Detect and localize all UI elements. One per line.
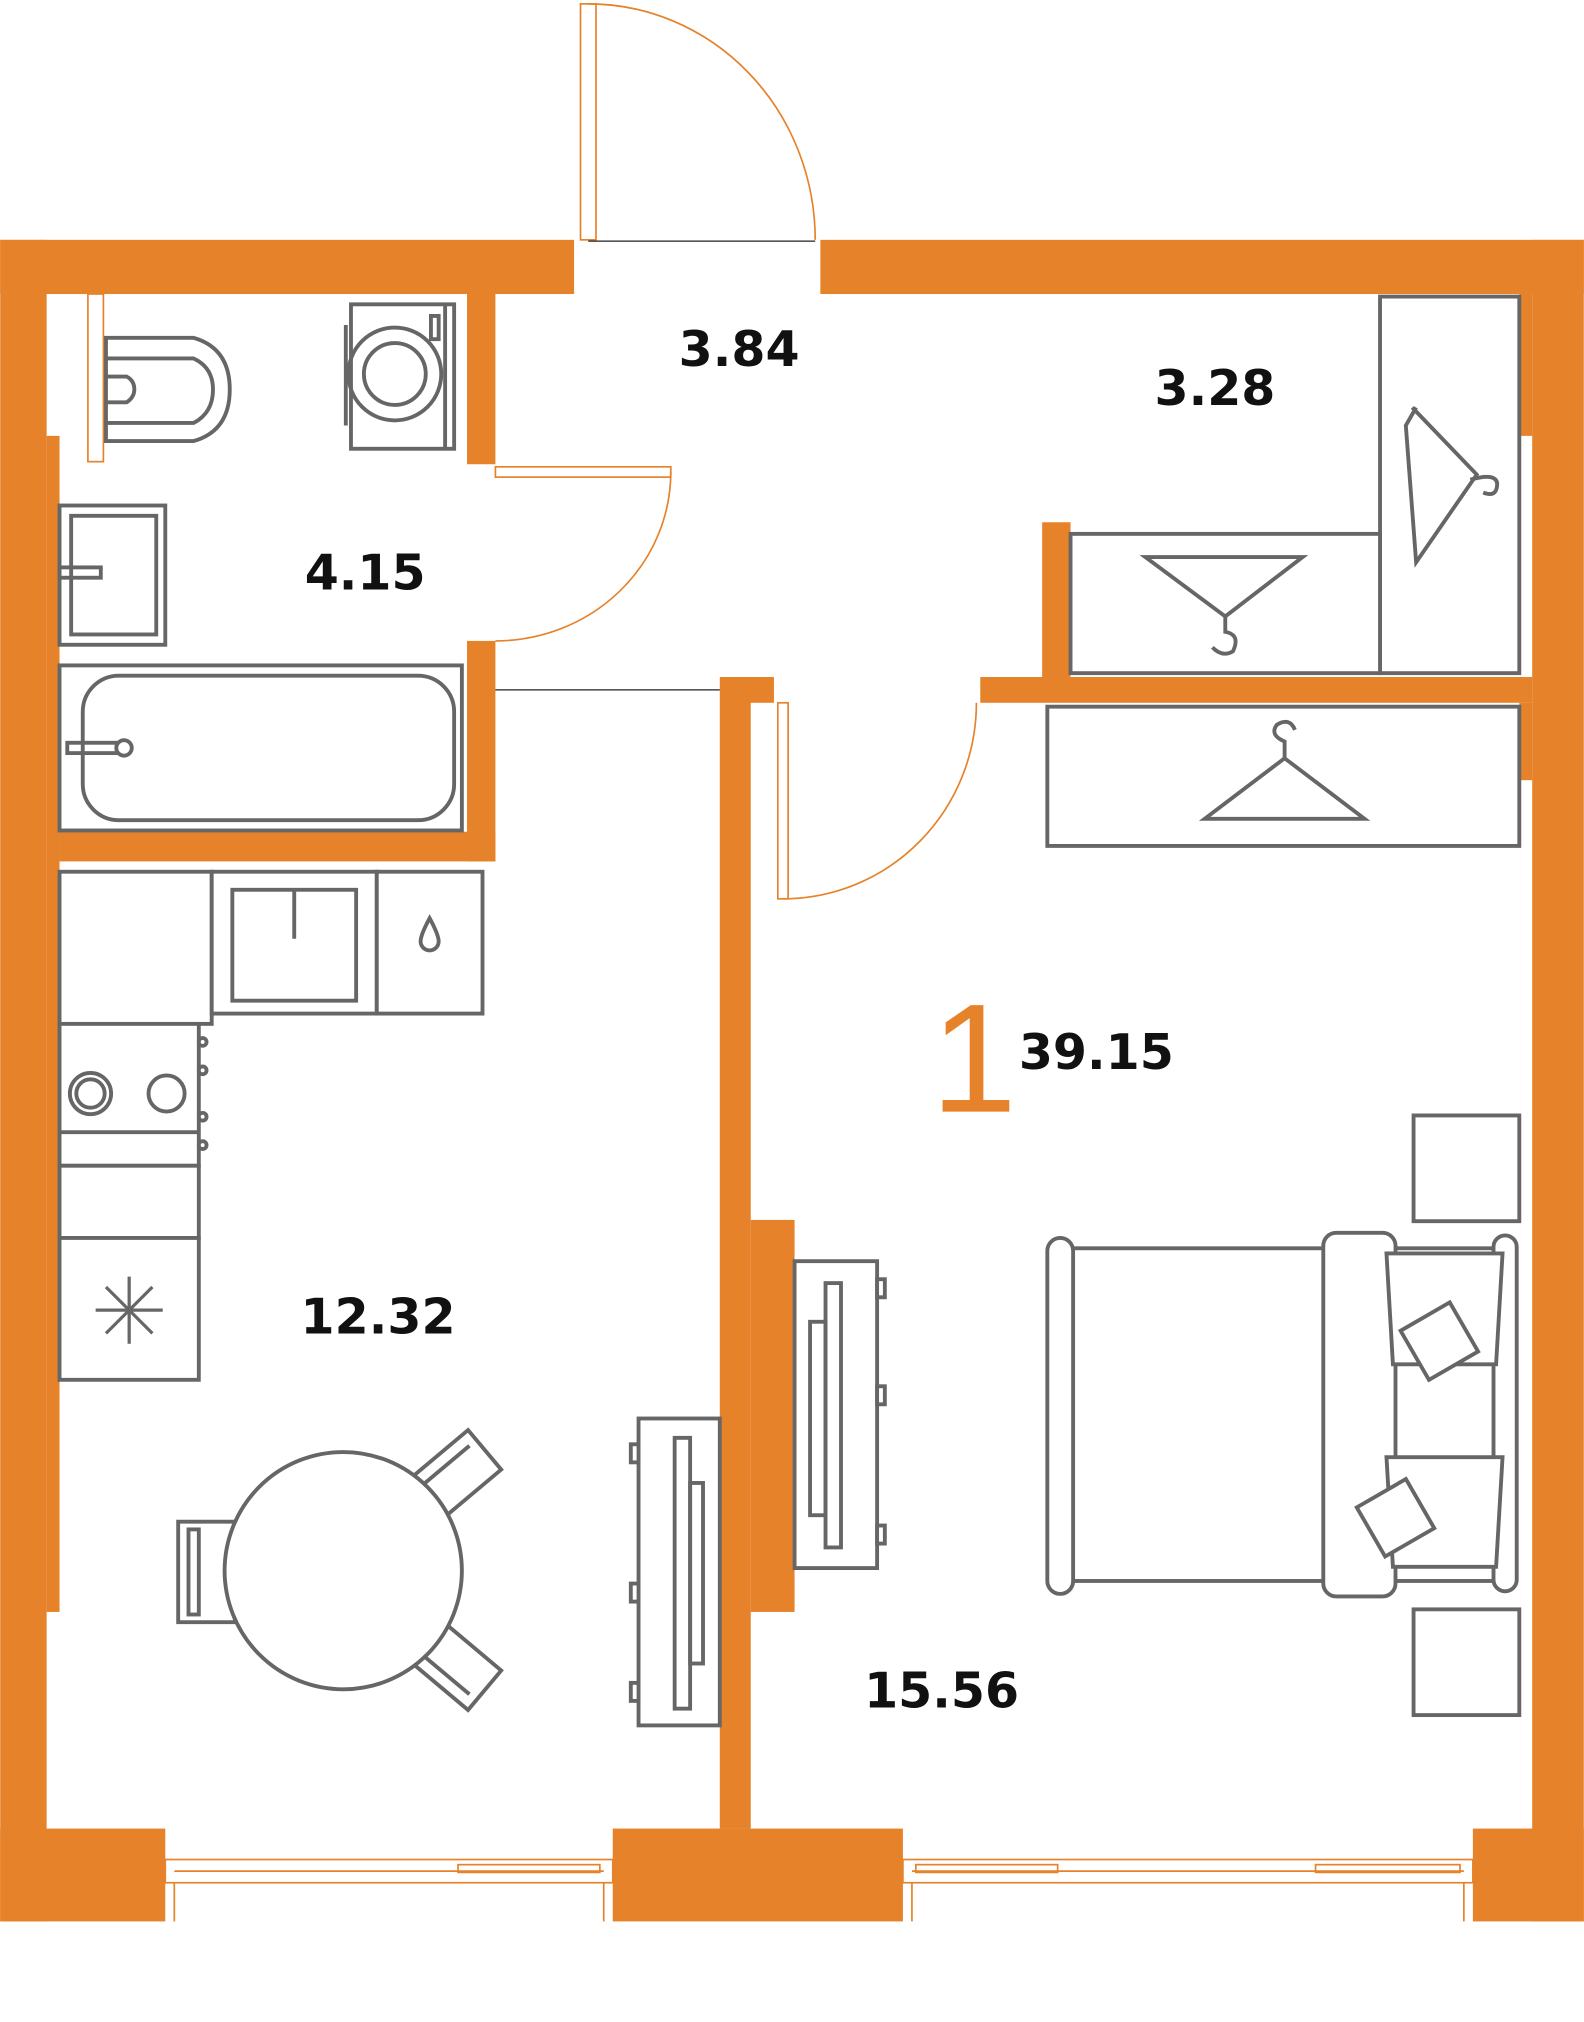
washing-machine-icon bbox=[343, 302, 457, 451]
tv-stand-bedroom bbox=[792, 1259, 887, 1571]
entrance-door[interactable] bbox=[579, 3, 817, 242]
nightstand bbox=[1411, 1607, 1522, 1718]
bathtub-icon bbox=[57, 663, 464, 833]
area-bathroom: 4.15 bbox=[305, 544, 426, 601]
bathroom-door[interactable] bbox=[494, 465, 720, 691]
window-kitchen bbox=[164, 1858, 614, 1922]
tv-stand-kitchen bbox=[628, 1416, 722, 1728]
sink-icon bbox=[57, 503, 168, 647]
area-kitchen: 12.32 bbox=[301, 1288, 456, 1345]
area-closet: 3.28 bbox=[1155, 360, 1276, 417]
area-hallway: 3.84 bbox=[679, 321, 800, 378]
bedroom-door[interactable] bbox=[776, 701, 978, 900]
toilet-icon bbox=[87, 293, 232, 463]
walls bbox=[0, 239, 1584, 1922]
kitchen-cabinet bbox=[57, 1163, 201, 1240]
window-bedroom bbox=[902, 1858, 1474, 1922]
area-bedroom: 15.56 bbox=[864, 1662, 1019, 1719]
kitchen-counter bbox=[57, 869, 485, 1026]
water-drop-icon bbox=[418, 914, 441, 953]
wardrobe-bedroom bbox=[1045, 704, 1522, 848]
total-area: 39.15 bbox=[1019, 1024, 1174, 1081]
fridge-icon bbox=[57, 1236, 201, 1382]
bed-icon bbox=[1045, 1230, 1519, 1599]
wardrobe-closet bbox=[1068, 294, 1522, 676]
stove-icon bbox=[57, 1021, 209, 1168]
nightstand bbox=[1411, 1113, 1522, 1224]
room-count: 1 bbox=[931, 972, 1017, 1145]
dining-table-icon bbox=[176, 1427, 504, 1713]
